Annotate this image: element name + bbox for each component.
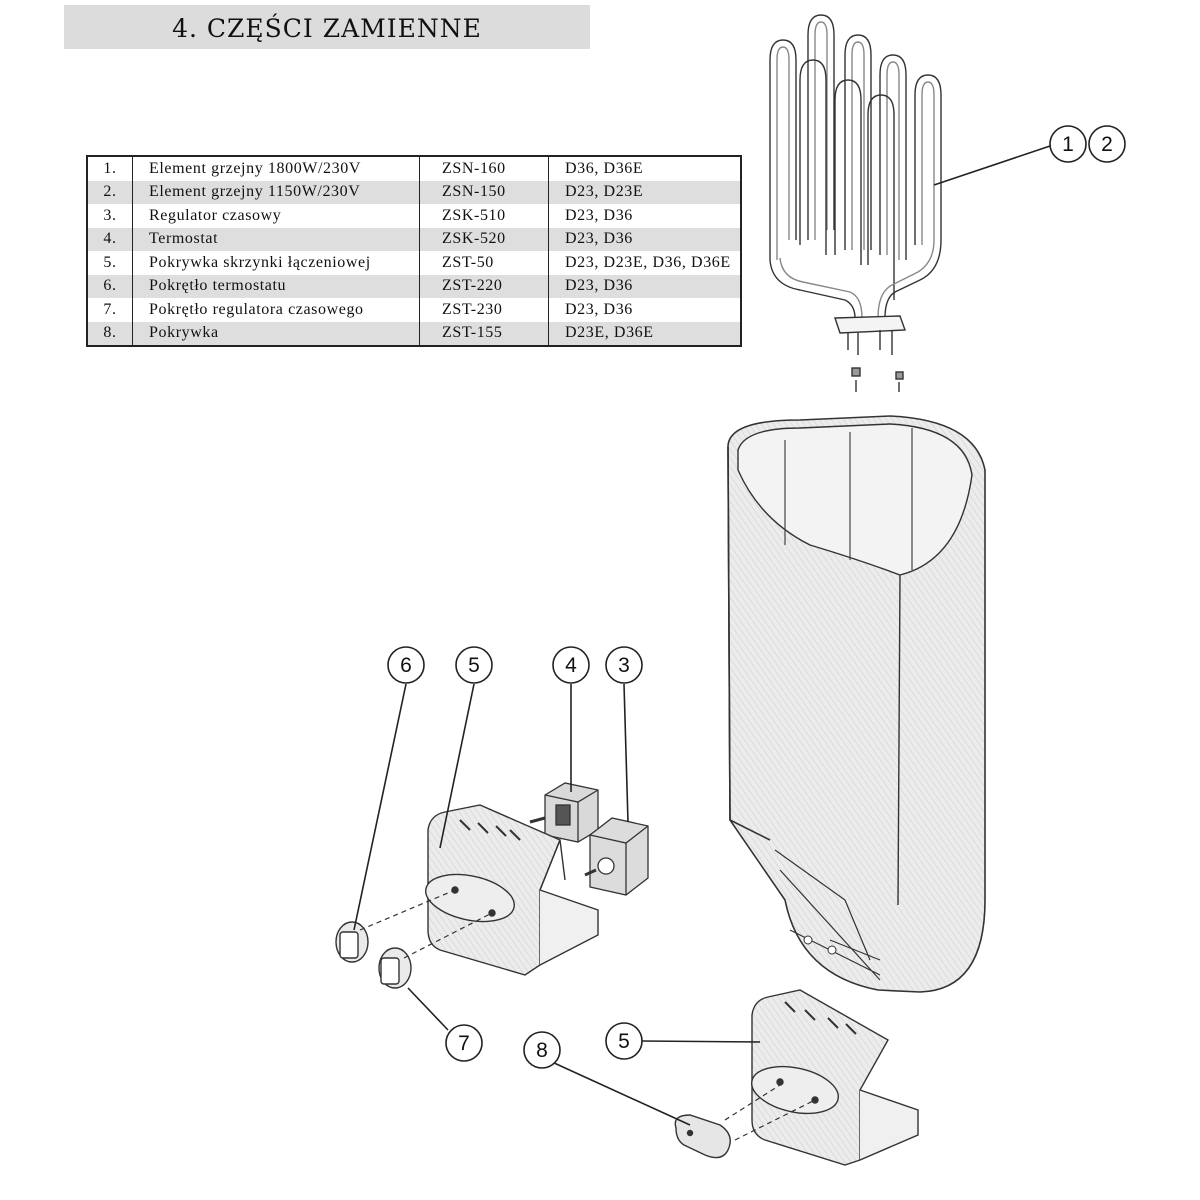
part-name: Element grzejny 1150W/230V [132, 180, 420, 204]
callout-label-8: 8 [536, 1039, 548, 1062]
part-models: D23, D23E, D36, D36E [548, 251, 741, 275]
part-models: D23, D36 [548, 204, 741, 228]
callout-circle-4 [552, 646, 590, 684]
spare-parts-table: 1. Element grzejny 1800W/230V ZSN-160 D3… [86, 155, 742, 347]
part-models: D23E, D36E [548, 321, 741, 346]
callout-label-5a: 5 [468, 654, 480, 677]
thermostat-knob-drawing [335, 889, 456, 963]
callout-label-3: 3 [618, 654, 630, 677]
callout-circle-7 [445, 1024, 483, 1062]
part-number: 1. [103, 159, 117, 177]
callout-leader-8 [551, 1061, 691, 1126]
callout-label-5b: 5 [618, 1030, 630, 1053]
part-name: Pokrętło termostatu [132, 274, 420, 298]
part-name: Regulator czasowy [132, 204, 420, 228]
part-code: ZSK-510 [419, 204, 549, 228]
part-models: D36, D36E [548, 156, 741, 181]
part-name: Pokrywka [132, 321, 420, 346]
junction-box-cover-left-drawing [425, 804, 599, 976]
table-row: 7. Pokrętło regulatora czasowego ZST-230… [87, 298, 741, 322]
table-row: 3. Regulator czasowy ZSK-510 D23, D36 [87, 204, 741, 228]
callout-leader-6 [353, 683, 407, 931]
section-title: 4. CZĘŚCI ZAMIENNE [172, 14, 482, 43]
part-code: ZSN-150 [419, 180, 549, 204]
callout-label-4: 4 [565, 654, 577, 677]
callout-circle-3 [605, 646, 643, 684]
part-models: D23, D23E [548, 180, 741, 204]
part-number: 2. [87, 180, 133, 204]
part-code: ZST-220 [419, 274, 549, 298]
cover-plug-drawing [674, 1084, 816, 1159]
table-row: 6. Pokrętło termostatu ZST-220 D23, D36 [87, 274, 741, 298]
callout-label-7: 7 [458, 1032, 470, 1055]
part-number: 6. [87, 274, 133, 298]
part-code: ZST-50 [419, 251, 549, 275]
heater-body-drawing [727, 415, 986, 993]
heating-element-drawing [769, 14, 942, 392]
part-number: 4. [87, 227, 133, 251]
callout-label-6: 6 [400, 654, 412, 677]
part-models: D23, D36 [548, 274, 741, 298]
callout-circle-8 [523, 1031, 561, 1069]
part-name: Element grzejny 1800W/230V [132, 156, 420, 181]
part-code: ZST-230 [419, 298, 549, 322]
part-number: 5. [103, 253, 117, 271]
section-title-bar: 4. CZĘŚCI ZAMIENNE [64, 5, 590, 49]
thermostat-drawing [529, 782, 599, 843]
part-name: Pokrywka skrzynki łączeniowej [132, 251, 420, 275]
part-name: Termostat [132, 227, 420, 251]
timer-regulator-drawing [584, 817, 649, 896]
junction-box-cover-right-drawing [751, 989, 919, 1166]
part-code: ZST-155 [419, 321, 549, 346]
callout-circle-5a [455, 646, 493, 684]
callout-circle-2 [1088, 125, 1126, 163]
part-number: 3. [103, 206, 117, 224]
callout-leader-5a [439, 683, 475, 849]
callout-leader-1 [933, 145, 1051, 186]
table-row: 4. Termostat ZSK-520 D23, D36 [87, 227, 741, 251]
callout-label-1: 1 [1062, 133, 1074, 156]
table-row: 2. Element grzejny 1150W/230V ZSN-150 D2… [87, 180, 741, 204]
callout-circle-1 [1049, 125, 1087, 163]
timer-knob-drawing [378, 912, 493, 989]
callout-leader-3 [623, 683, 629, 823]
callout-circle-6 [387, 646, 425, 684]
part-models: D23, D36 [548, 227, 741, 251]
callout-label-2: 2 [1101, 133, 1113, 156]
callout-circle-5b [605, 1022, 643, 1060]
table-row: 5. Pokrywka skrzynki łączeniowej ZST-50 … [87, 251, 741, 275]
part-number: 7. [103, 300, 117, 318]
part-code: ZSN-160 [419, 156, 549, 181]
table-row: 1. Element grzejny 1800W/230V ZSN-160 D3… [87, 156, 741, 181]
part-code: ZSK-520 [419, 227, 549, 251]
callout-leader-5b [641, 1040, 761, 1043]
part-name: Pokrętło regulatora czasowego [132, 298, 420, 322]
callout-leader-7 [407, 987, 449, 1031]
part-models: D23, D36 [548, 298, 741, 322]
part-number: 8. [87, 321, 133, 346]
table-row: 8. Pokrywka ZST-155 D23E, D36E [87, 321, 741, 346]
